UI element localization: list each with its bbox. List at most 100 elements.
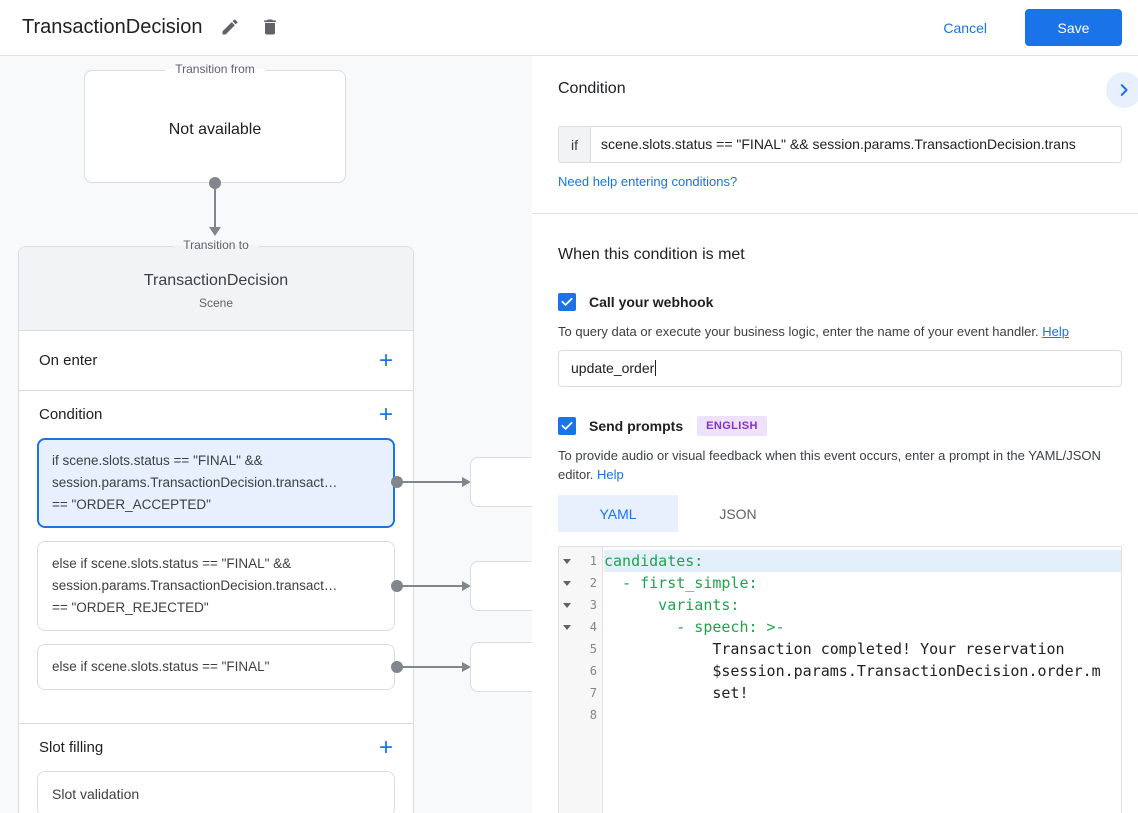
editor-line[interactable]: 7 set!	[559, 682, 1121, 704]
condition-card-rejected[interactable]: else if scene.slots.status == "FINAL" &&…	[37, 541, 395, 631]
fold-toggle-icon[interactable]	[559, 603, 574, 608]
page-title: TransactionDecision	[22, 16, 203, 38]
line-number: 8	[589, 708, 597, 722]
transition-from-box[interactable]: Transition from Not available	[84, 62, 346, 183]
editor-line[interactable]: 3 variants:	[559, 594, 1121, 616]
line-number: 2	[589, 576, 597, 590]
language-badge: ENGLISH	[697, 416, 767, 436]
line-number: 5	[589, 642, 597, 656]
connector-arrowhead-icon	[209, 227, 221, 236]
editor-line[interactable]: 5 Transaction completed! Your reservatio…	[559, 638, 1121, 660]
connector-arrowhead-icon	[462, 477, 471, 487]
delete-icon[interactable]	[260, 17, 282, 39]
add-condition-icon[interactable]: +	[378, 400, 393, 428]
code-line[interactable]: - speech: >-	[604, 618, 785, 636]
code-line[interactable]: candidates:	[604, 550, 1121, 572]
scene-name: TransactionDecision	[143, 272, 289, 289]
editor-line[interactable]: 1 candidates:	[559, 550, 1121, 572]
target-scene-box[interactable]	[470, 457, 532, 507]
top-bar: TransactionDecision Cancel Save	[0, 0, 1138, 56]
editor-format-tabs: YAML JSON	[558, 495, 798, 532]
connector-dot[interactable]	[391, 476, 403, 488]
if-prefix: if	[559, 127, 591, 162]
connector-dot[interactable]	[391, 580, 403, 592]
add-on-enter-icon[interactable]: +	[378, 346, 393, 374]
code-line[interactable]: - first_simple:	[604, 574, 758, 592]
line-number: 3	[589, 598, 597, 612]
target-scene-box[interactable]	[470, 561, 532, 611]
send-prompts-label: Send prompts	[589, 418, 684, 434]
transition-to-label: Transition to	[173, 238, 259, 252]
scene-type: Scene	[198, 296, 234, 310]
when-met-heading: When this condition is met	[558, 246, 745, 263]
edit-icon[interactable]	[220, 17, 242, 39]
condition-card-final[interactable]: else if scene.slots.status == "FINAL"	[37, 644, 395, 690]
slot-filling-label: Slot filling	[39, 739, 104, 756]
collapse-panel-button[interactable]	[1106, 72, 1138, 108]
slot-filling-section-header: Slot filling +	[19, 724, 413, 771]
yaml-editor[interactable]: 1 candidates: 2 - first_simple: 3 varian…	[558, 546, 1122, 813]
fold-toggle-icon[interactable]	[559, 559, 574, 564]
editor-line[interactable]: 6 $session.params.TransactionDecision.or…	[559, 660, 1121, 682]
save-button[interactable]: Save	[1025, 9, 1122, 46]
code-line[interactable]: variants:	[604, 596, 740, 614]
condition-expression-input[interactable]: scene.slots.status == "FINAL" && session…	[601, 136, 1076, 152]
condition-detail-panel: Condition if scene.slots.status == "FINA…	[532, 56, 1138, 813]
webhook-description: To query data or execute your business l…	[558, 324, 1069, 339]
code-line[interactable]: $session.params.TransactionDecision.orde…	[604, 662, 1101, 680]
editor-gutter	[559, 547, 603, 813]
call-webhook-checkbox[interactable]	[558, 293, 576, 311]
prompts-description: To provide audio or visual feedback when…	[558, 448, 1101, 482]
fold-toggle-icon[interactable]	[559, 581, 574, 586]
panel-divider	[532, 213, 1138, 214]
checkmark-icon	[561, 421, 573, 430]
text-caret	[655, 360, 657, 376]
connector-dot[interactable]	[391, 661, 403, 673]
conditions-help-link[interactable]: Need help entering conditions?	[558, 174, 738, 189]
code-line[interactable]	[604, 704, 1121, 726]
editor-line[interactable]: 4 - speech: >-	[559, 616, 1121, 638]
condition-card-accepted[interactable]: if scene.slots.status == "FINAL" && sess…	[37, 438, 395, 528]
webhook-handler-input[interactable]: update_order	[558, 350, 1122, 387]
on-enter-section: On enter +	[19, 331, 413, 391]
scene-header[interactable]: TransactionDecision Scene	[19, 247, 413, 331]
call-webhook-label: Call your webhook	[589, 294, 714, 310]
editor-line[interactable]: 8	[559, 704, 1121, 726]
connector-line	[214, 189, 216, 227]
condition-section-header: Condition +	[19, 391, 413, 438]
add-slot-icon[interactable]: +	[378, 733, 393, 761]
transition-from-label: Transition from	[165, 62, 265, 76]
fold-toggle-icon[interactable]	[559, 625, 574, 630]
tab-yaml[interactable]: YAML	[558, 495, 678, 532]
connector-line	[403, 666, 462, 668]
line-number: 1	[589, 554, 597, 568]
tab-json[interactable]: JSON	[719, 505, 757, 522]
scene-diagram-panel: Transition from Not available Transition…	[0, 56, 532, 813]
code-line[interactable]: set!	[604, 684, 749, 702]
section-divider	[19, 703, 413, 724]
connector-line	[403, 585, 462, 587]
line-number: 7	[589, 686, 597, 700]
connector-line	[403, 481, 462, 483]
on-enter-label: On enter	[39, 352, 98, 369]
checkmark-icon	[561, 297, 573, 306]
send-prompts-row: Send prompts ENGLISH	[558, 416, 767, 436]
prompts-help-link[interactable]: Help	[597, 467, 624, 482]
send-prompts-checkbox[interactable]	[558, 417, 576, 435]
code-line[interactable]: Transaction completed! Your reservation	[604, 640, 1065, 658]
condition-section-label: Condition	[39, 406, 103, 423]
editor-line[interactable]: 2 - first_simple:	[559, 572, 1121, 594]
chevron-right-icon	[1120, 84, 1128, 96]
condition-expression-field: if scene.slots.status == "FINAL" && sess…	[558, 126, 1122, 163]
line-number: 4	[589, 620, 597, 634]
cancel-button[interactable]: Cancel	[943, 19, 987, 36]
condition-heading: Condition	[558, 80, 626, 97]
line-number: 6	[589, 664, 597, 678]
slot-validation-card[interactable]: Slot validation	[37, 771, 395, 813]
connector-arrowhead-icon	[462, 662, 471, 672]
transition-to-box: Transition to TransactionDecision Scene …	[18, 238, 414, 813]
webhook-help-link[interactable]: Help	[1042, 324, 1069, 339]
target-scene-box[interactable]	[470, 642, 532, 692]
connector-dot[interactable]	[209, 177, 221, 189]
